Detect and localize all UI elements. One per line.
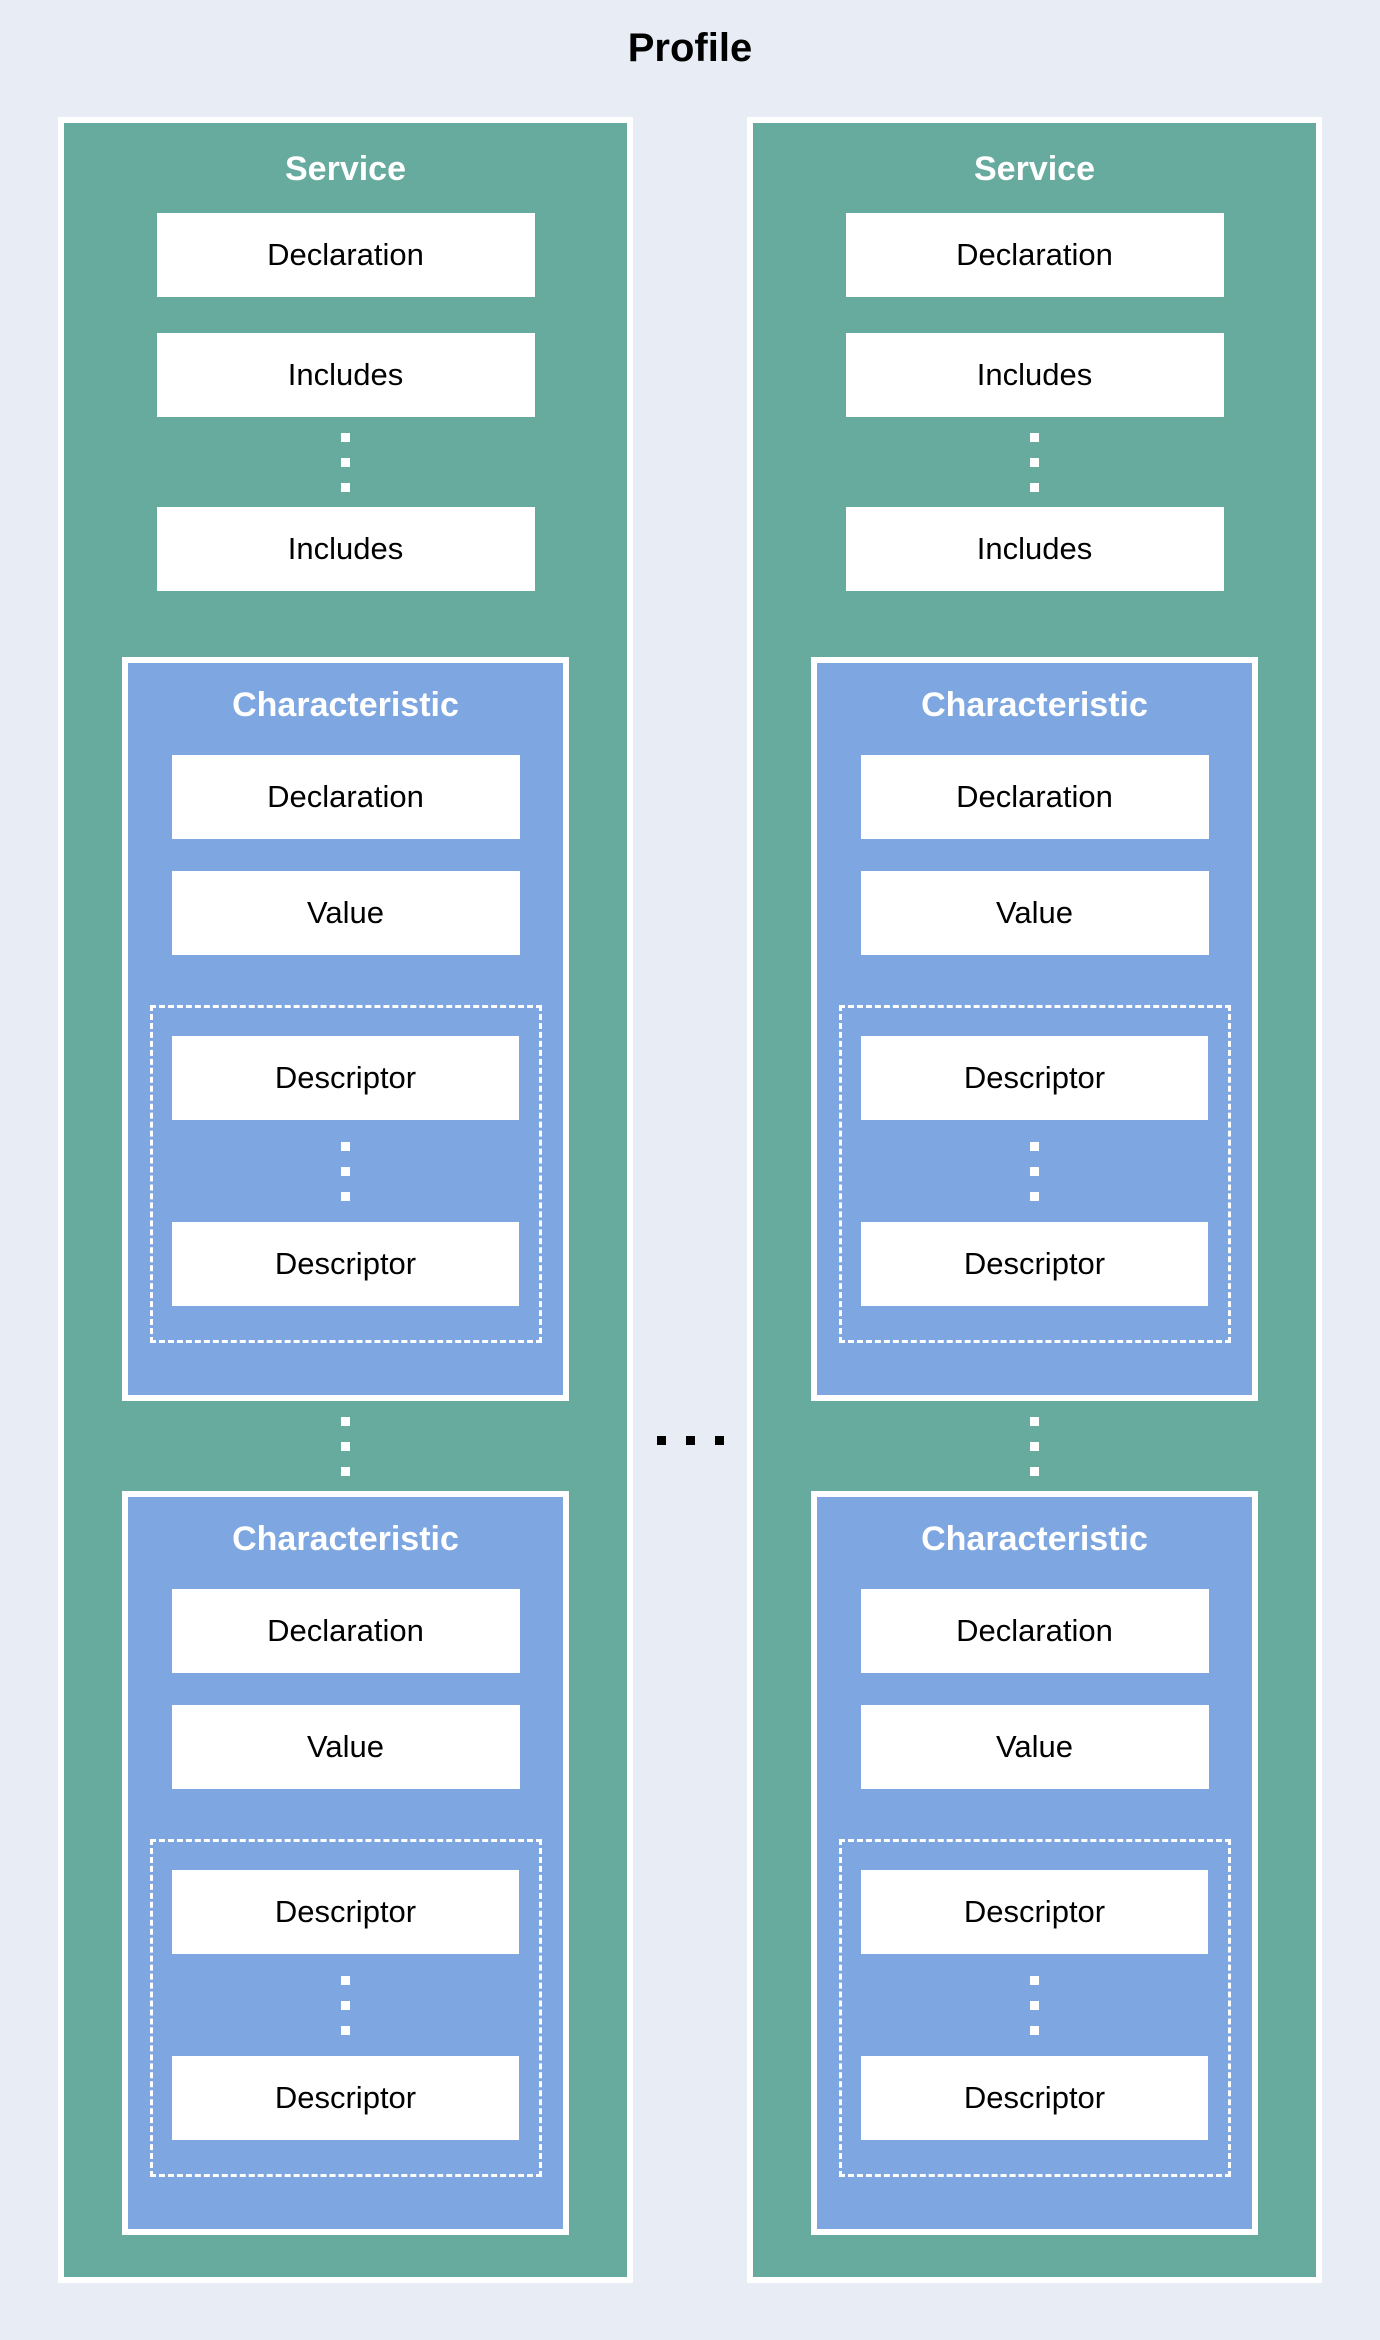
descriptor-box: Descriptor: [172, 1036, 519, 1120]
service-declaration-box: Declaration: [845, 213, 1224, 297]
descriptor-box: Descriptor: [861, 1870, 1208, 1954]
ellipsis-dot: [341, 1975, 350, 1985]
vertical-ellipsis-icon: [341, 417, 350, 507]
characteristic-declaration-box: Declaration: [860, 1589, 1209, 1673]
characteristic-title: Characteristic: [232, 1520, 459, 1558]
characteristic-box: Characteristic Declaration Value Descrip…: [122, 657, 569, 1401]
ellipsis-dot: [1030, 1166, 1039, 1176]
horizontal-ellipsis-icon: [633, 1426, 747, 1454]
descriptor-box: Descriptor: [172, 1870, 519, 1954]
ellipsis-dot: [656, 1435, 666, 1445]
ellipsis-dot: [1030, 2025, 1039, 2035]
characteristic-value-box: Value: [860, 871, 1209, 955]
includes-box: Includes: [845, 507, 1224, 591]
vertical-ellipsis-icon: [341, 1120, 350, 1222]
ellipsis-dot: [341, 482, 350, 492]
includes-box: Includes: [156, 507, 535, 591]
ellipsis-dot: [1030, 1191, 1039, 1201]
ellipsis-dot: [1030, 1141, 1039, 1151]
descriptor-box: Descriptor: [861, 1222, 1208, 1306]
ellipsis-dot: [1030, 1466, 1039, 1476]
ellipsis-dot: [1030, 2000, 1039, 2010]
descriptor-box: Descriptor: [172, 1222, 519, 1306]
descriptor-group: Descriptor Descriptor: [149, 1839, 542, 2177]
descriptor-group: Descriptor Descriptor: [149, 1005, 542, 1343]
service-title: Service: [285, 150, 406, 188]
ellipsis-dot: [341, 2000, 350, 2010]
ellipsis-dot: [1030, 482, 1039, 492]
descriptor-group: Descriptor Descriptor: [838, 1005, 1231, 1343]
service-box: Service Declaration Includes Includes Ch…: [747, 117, 1322, 2283]
ellipsis-dot: [341, 457, 350, 467]
vertical-ellipsis-icon: [1030, 1120, 1039, 1222]
ellipsis-dot: [714, 1435, 724, 1445]
descriptor-box: Descriptor: [172, 2056, 519, 2140]
service-title: Service: [974, 150, 1095, 188]
characteristic-value-box: Value: [860, 1705, 1209, 1789]
ellipsis-dot: [341, 1441, 350, 1451]
vertical-ellipsis-icon: [341, 1954, 350, 2056]
page-title: Profile: [627, 26, 753, 70]
characteristic-box: Characteristic Declaration Value Descrip…: [811, 1491, 1258, 2235]
includes-box: Includes: [845, 333, 1224, 417]
ellipsis-dot: [341, 432, 350, 442]
ellipsis-dot: [341, 1191, 350, 1201]
ellipsis-dot: [341, 1466, 350, 1476]
vertical-ellipsis-icon: [341, 1401, 350, 1491]
characteristic-declaration-box: Declaration: [860, 755, 1209, 839]
ellipsis-dot: [1030, 1416, 1039, 1426]
ellipsis-dot: [1030, 432, 1039, 442]
ellipsis-dot: [341, 1141, 350, 1151]
ellipsis-dot: [341, 1416, 350, 1426]
vertical-ellipsis-icon: [1030, 1954, 1039, 2056]
descriptor-group: Descriptor Descriptor: [838, 1839, 1231, 2177]
ellipsis-dot: [341, 1166, 350, 1176]
characteristic-box: Characteristic Declaration Value Descrip…: [811, 657, 1258, 1401]
ellipsis-dot: [1030, 1975, 1039, 1985]
service-declaration-box: Declaration: [156, 213, 535, 297]
characteristic-title: Characteristic: [921, 686, 1148, 724]
ellipsis-dot: [1030, 457, 1039, 467]
ellipsis-dot: [1030, 1441, 1039, 1451]
descriptor-box: Descriptor: [861, 2056, 1208, 2140]
vertical-ellipsis-icon: [1030, 1401, 1039, 1491]
vertical-ellipsis-icon: [1030, 417, 1039, 507]
characteristic-title: Characteristic: [921, 1520, 1148, 1558]
ellipsis-dot: [341, 2025, 350, 2035]
descriptor-box: Descriptor: [861, 1036, 1208, 1120]
characteristic-box: Characteristic Declaration Value Descrip…: [122, 1491, 569, 2235]
characteristic-value-box: Value: [171, 871, 520, 955]
includes-box: Includes: [156, 333, 535, 417]
ellipsis-dot: [685, 1435, 695, 1445]
characteristic-declaration-box: Declaration: [171, 1589, 520, 1673]
characteristic-declaration-box: Declaration: [171, 755, 520, 839]
service-box: Service Declaration Includes Includes Ch…: [58, 117, 633, 2283]
characteristic-value-box: Value: [171, 1705, 520, 1789]
characteristic-title: Characteristic: [232, 686, 459, 724]
